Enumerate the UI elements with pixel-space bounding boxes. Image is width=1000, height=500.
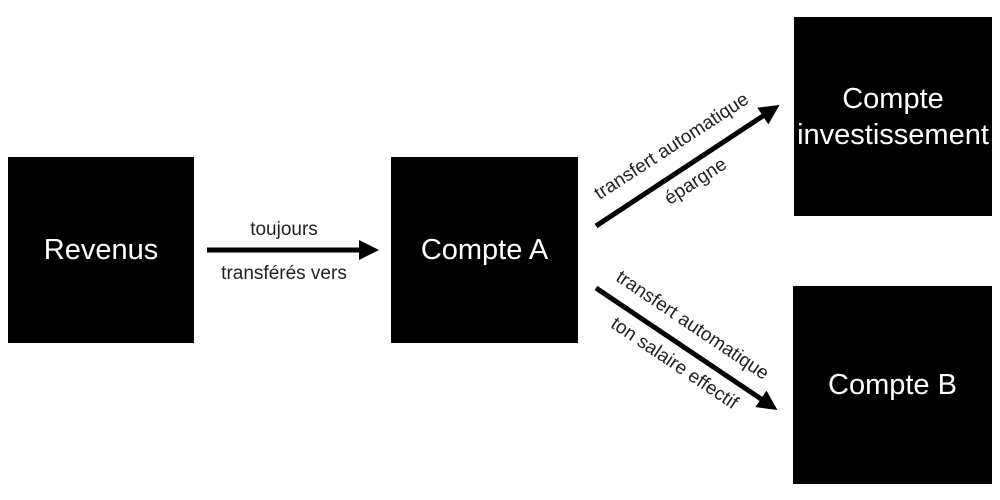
node-revenus-label: Revenus (43, 234, 159, 266)
node-compte-b: Compte B (793, 286, 992, 484)
edge-revenus-a-label-top: toujours (250, 219, 318, 240)
arrow-compte-a-to-investissement (594, 105, 780, 229)
node-compte-a-label: Compte A (420, 234, 549, 266)
node-compte-investissement: Compte investissement (794, 17, 992, 216)
node-compte-investissement-label: Compte investissement (797, 82, 989, 151)
edge-revenus-a-label-bottom: transférés vers (221, 263, 347, 284)
node-compte-b-label: Compte B (828, 369, 957, 401)
arrow-compte-a-to-compte-b (594, 285, 778, 411)
node-compte-a: Compte A (391, 157, 578, 343)
node-revenus: Revenus (8, 157, 194, 343)
